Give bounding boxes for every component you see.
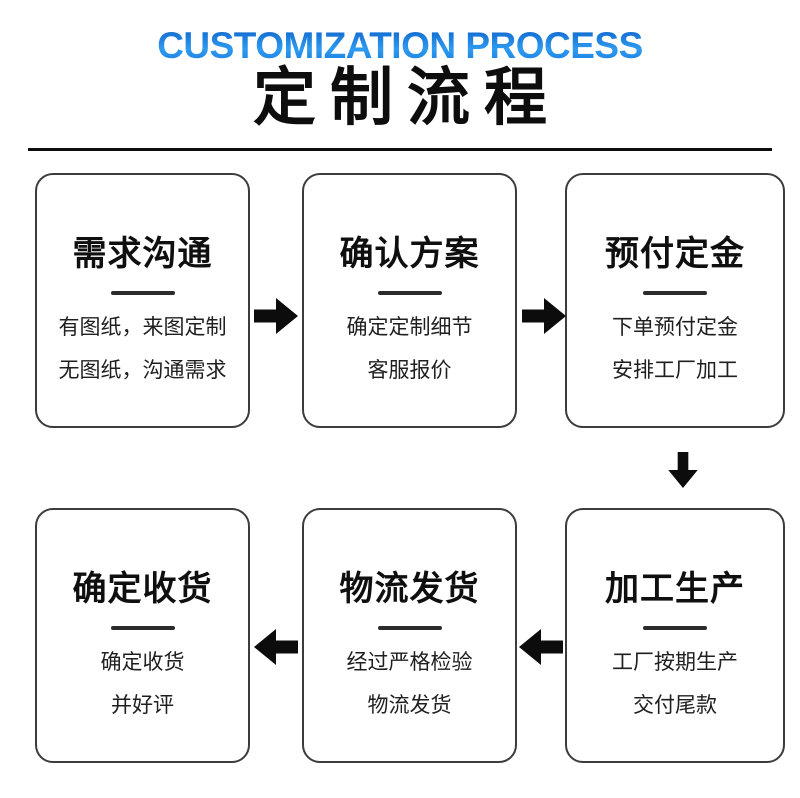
page-title-chinese: 定制流程	[253, 63, 561, 133]
step-line: 有图纸，来图定制	[58, 316, 227, 339]
step-title: 需求沟通	[72, 235, 213, 273]
step-line: 无图纸，沟通需求	[58, 359, 227, 382]
step-line: 下单预付定金	[612, 316, 738, 339]
arrow-left-icon	[519, 629, 563, 665]
step-divider	[110, 291, 175, 295]
step-line: 并好评	[111, 694, 174, 717]
step-title: 确定收货	[72, 570, 213, 608]
flow-step-card-prepay-deposit: 预付定金 下单预付定金 安排工厂加工	[565, 173, 785, 428]
step-divider	[377, 291, 442, 295]
arrow-right-icon	[522, 298, 566, 334]
step-line: 客服报价	[367, 359, 452, 382]
flow-step-card-logistics-shipping: 物流发货 经过严格检验 物流发货	[302, 508, 517, 763]
step-title: 物流发货	[339, 570, 480, 608]
step-line: 物流发货	[367, 694, 452, 717]
flow-step-card-confirm-plan: 确认方案 确定定制细节 客服报价	[302, 173, 517, 428]
flow-step-card-demand-communication: 需求沟通 有图纸，来图定制 无图纸，沟通需求	[35, 173, 250, 428]
step-divider	[110, 626, 175, 630]
step-divider	[643, 291, 707, 295]
step-line: 交付尾款	[633, 694, 717, 717]
step-title: 确认方案	[339, 235, 480, 273]
step-line: 经过严格检验	[346, 651, 473, 674]
step-line: 安排工厂加工	[612, 359, 738, 382]
step-divider	[377, 626, 442, 630]
arrow-down-icon	[657, 448, 698, 492]
step-line: 确定定制细节	[346, 316, 473, 339]
step-divider	[643, 626, 707, 630]
flow-step-card-confirm-receipt: 确定收货 确定收货 并好评	[35, 508, 250, 763]
step-line: 工厂按期生产	[612, 651, 738, 674]
arrow-left-icon	[254, 629, 298, 665]
step-title: 预付定金	[605, 235, 745, 273]
header-divider-rule	[28, 148, 772, 151]
page-title-english: CUSTOMIZATION PROCESS	[0, 27, 800, 64]
step-line: 确定收货	[100, 651, 185, 674]
step-title: 加工生产	[605, 570, 745, 608]
arrow-right-icon	[254, 298, 298, 334]
flow-step-card-processing-production: 加工生产 工厂按期生产 交付尾款	[565, 508, 785, 763]
